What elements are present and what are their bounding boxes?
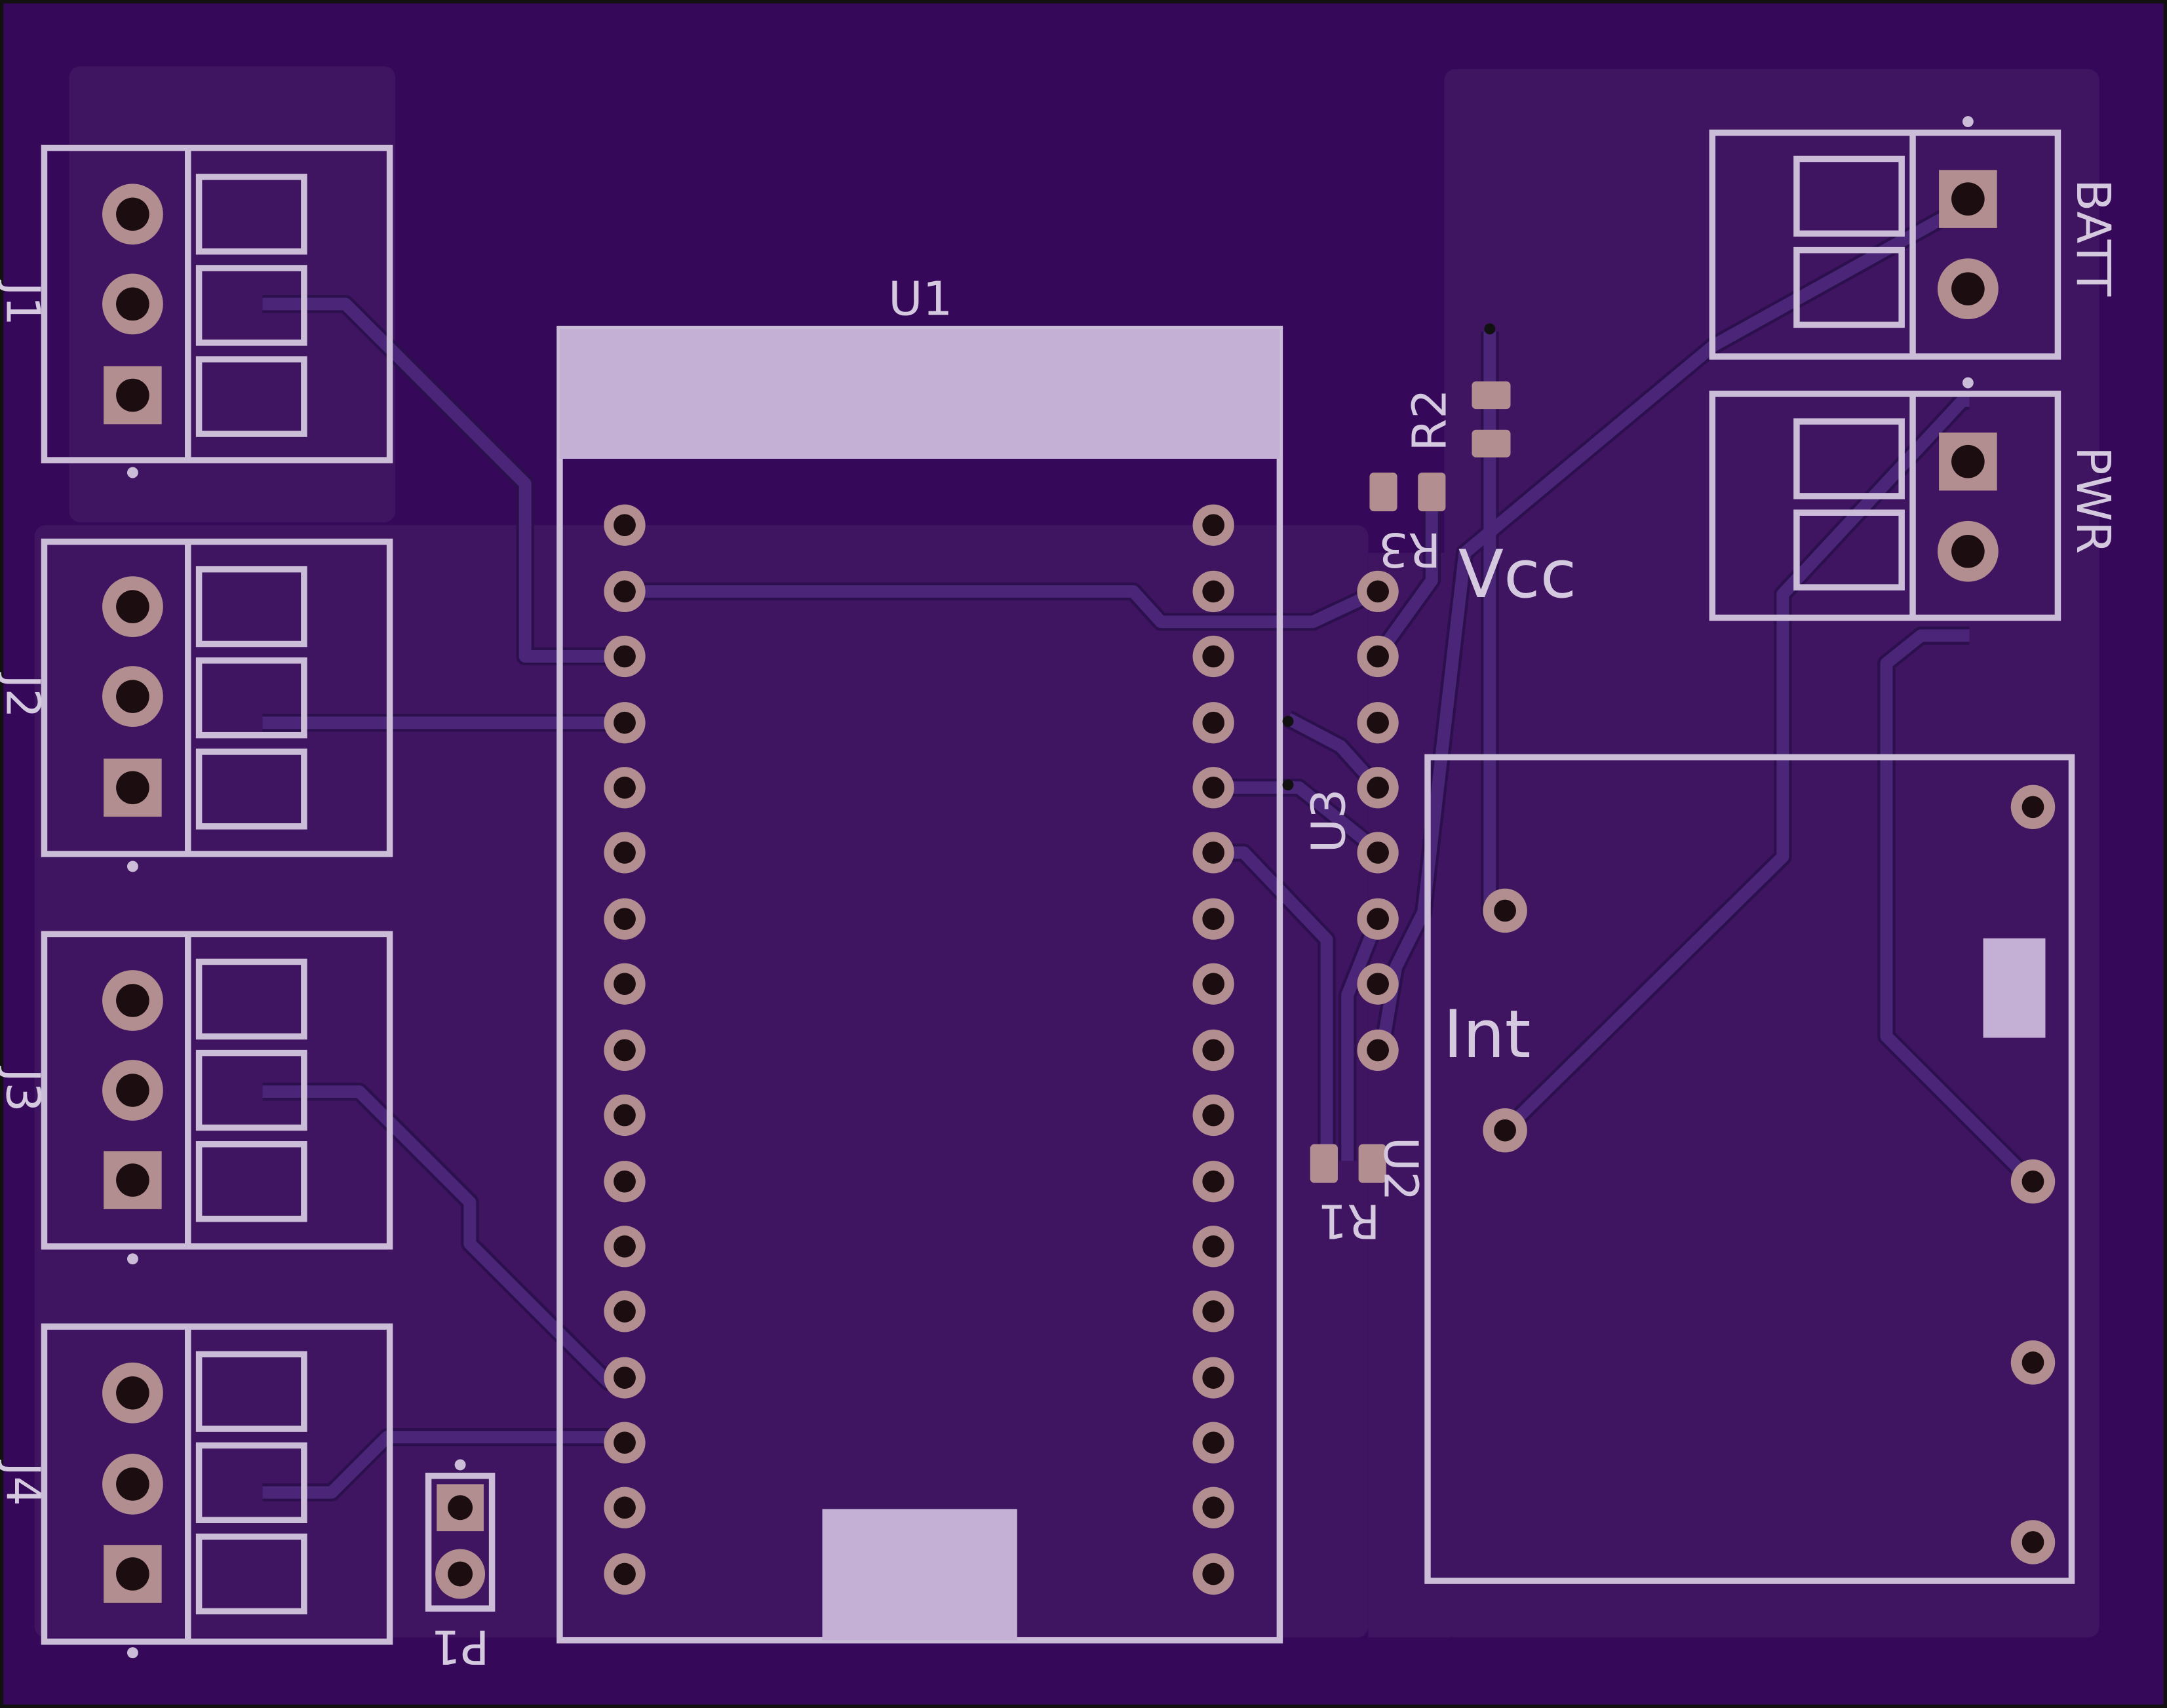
vcc-label: Vcc: [1458, 535, 1577, 613]
r2-label: R2: [1401, 389, 1456, 451]
int-label: Int: [1443, 996, 1531, 1073]
module-u1[interactable]: U1: [556, 271, 1283, 1644]
connector-j3[interactable]: J3: [0, 931, 393, 1265]
resistor-r2[interactable]: R2: [1401, 323, 1511, 457]
connector-pwr[interactable]: PWR: [1709, 377, 2121, 621]
connector-batt[interactable]: BATT: [1709, 116, 2121, 360]
resistor-r3[interactable]: R3: [1369, 473, 1446, 577]
header-u3[interactable]: U3: [1282, 570, 1399, 1072]
u1-left-pins: [604, 504, 646, 1595]
power-module[interactable]: [1424, 754, 2075, 1584]
pwr-label: PWR: [2066, 446, 2121, 554]
r3-label: R3: [1378, 522, 1441, 577]
p1-label: P1: [431, 1620, 490, 1675]
u1-label: U1: [888, 271, 952, 326]
j3-label: J3: [0, 1066, 51, 1112]
header-p1[interactable]: P1: [425, 1459, 496, 1675]
u3-label: U3: [1300, 788, 1356, 853]
j2-label: J2: [0, 672, 51, 718]
j1-label: J1: [0, 279, 51, 326]
batt-label: BATT: [2066, 179, 2121, 296]
connector-j2[interactable]: J2: [0, 538, 393, 872]
connector-j4[interactable]: J4: [0, 1323, 393, 1659]
resistor-r1[interactable]: R1: [1310, 1144, 1386, 1249]
u2-label: U2: [1374, 1137, 1429, 1201]
connector-j1[interactable]: J1: [0, 144, 393, 478]
j4-label: J4: [0, 1460, 51, 1506]
u1-right-pins: [1192, 504, 1234, 1595]
r1-label: R1: [1318, 1194, 1380, 1249]
